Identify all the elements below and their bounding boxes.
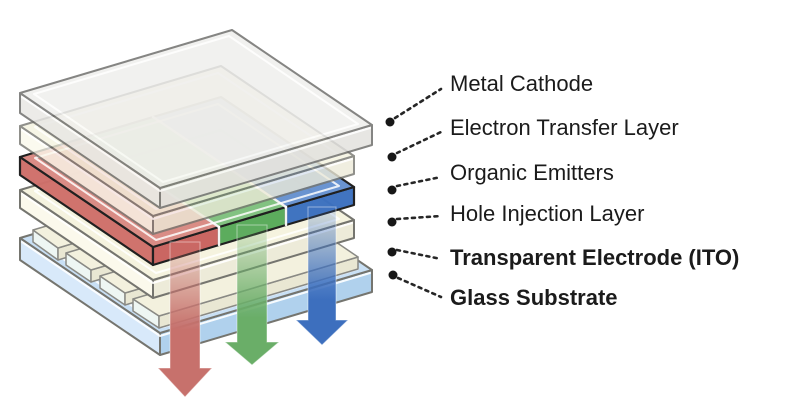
leader-dot-transparent-electrode [387, 247, 397, 257]
leader-dot-organic-emitters [387, 185, 397, 195]
leader-line-electron-transfer-layer [395, 130, 443, 155]
cathode-edge-highlight [21, 96, 371, 193]
green-light-arrow [223, 224, 281, 366]
leader-dot-metal-cathode [385, 117, 395, 127]
leader-dot-electron-transfer-layer [387, 152, 397, 162]
cathode-inset-line [33, 35, 359, 183]
label-electron-transfer-layer: Electron Transfer Layer [450, 115, 679, 140]
label-transparent-electrode-ito: Transparent Electrode (ITO) [450, 245, 739, 270]
leader-line-metal-cathode [393, 87, 443, 120]
cathode-top-face [19, 29, 373, 189]
etl-edge-highlight [21, 129, 353, 221]
leader-dot-glass-substrate [388, 270, 398, 280]
glass-edge-highlight [21, 241, 371, 338]
label-metal-cathode: Metal Cathode [450, 71, 593, 96]
leader-line-hole-injection-layer [395, 214, 443, 221]
leader-line-organic-emitters [395, 175, 443, 188]
leader-line-transparent-electrode [395, 248, 443, 261]
label-glass-substrate: Glass Substrate [450, 285, 618, 310]
blue-light-arrow [294, 206, 350, 346]
leader-dot-hole-injection-layer [387, 217, 397, 227]
hil-edge-highlight [21, 193, 353, 285]
metal-cathode-layer [19, 29, 373, 209]
label-organic-emitters: Organic Emitters [450, 160, 614, 185]
label-hole-injection-layer: Hole Injection Layer [450, 201, 644, 226]
leader-line-glass-substrate [396, 276, 443, 299]
red-light-arrow [156, 241, 214, 398]
